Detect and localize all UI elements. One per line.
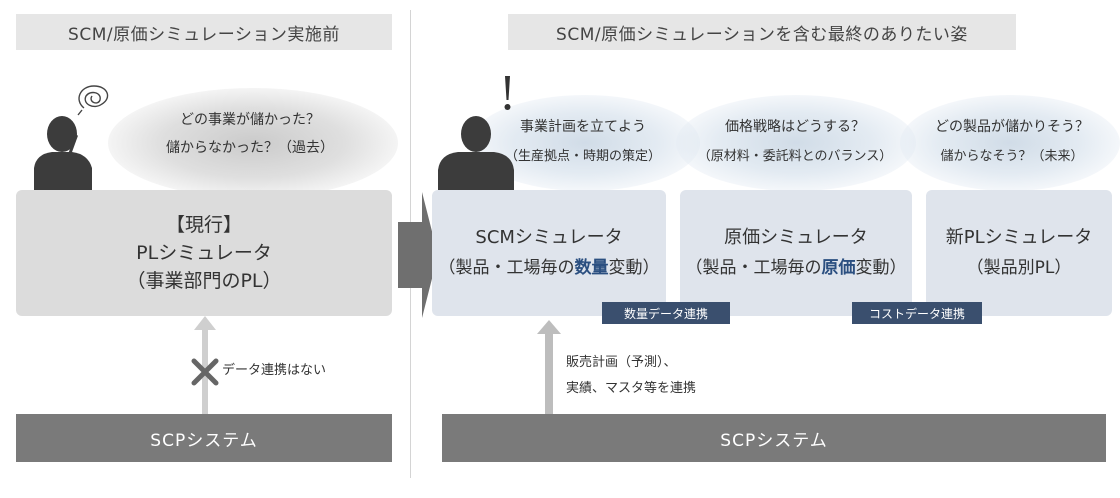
thought-plan-line2: （生産拠点・時期の策定） — [504, 149, 661, 164]
left-thought-text: どの事業が儲かった？ 儲からなかった？（過去） — [120, 106, 380, 162]
left-thought-cloud — [108, 88, 398, 198]
cost-simulator-box: 原価シミュレータ （製品・工場毎の原価変動） — [680, 190, 912, 316]
thought-product-line2: 儲からなそう？（未来） — [940, 149, 1084, 164]
thought-cloud-price — [676, 95, 916, 191]
person-silhouette-icon — [438, 116, 514, 192]
cost-box-title: 原価シミュレータ — [724, 227, 868, 248]
cost-sub-highlight: 原価 — [821, 258, 856, 278]
new-pl-simulator-box: 新PLシミュレータ （製品別PL） — [926, 190, 1112, 316]
right-scp-text: SCPシステム — [720, 430, 828, 451]
thought-plan-line1: 事業計画を立てよう — [520, 119, 646, 135]
pl-box-line2: PLシミュレータ — [136, 242, 272, 264]
link-note: 販売計画（予測）、 実績、マスタ等を連携 — [566, 350, 696, 402]
left-thought-line1: どの事業が儲かった？ — [180, 112, 320, 128]
up-arrow-icon — [537, 320, 561, 414]
pl-box-line3: （事業部門のPL） — [126, 270, 282, 292]
link-note-line2: 実績、マスタ等を連携 — [566, 381, 697, 396]
scm-sub-pre: （製品・工場毎の — [438, 258, 575, 278]
exclamation-icon — [504, 76, 511, 110]
pl-box-line1: 【現行】 — [165, 214, 242, 236]
left-header: SCM/原価シミュレーション実施前 — [16, 14, 392, 50]
cost-sub-post: 変動） — [855, 258, 907, 278]
right-scp-system-bar: SCPシステム — [442, 414, 1106, 462]
left-thought-line2: 儲からなかった？（過去） — [166, 140, 334, 156]
scm-simulator-box: SCMシミュレータ （製品・工場毎の数量変動） — [432, 190, 666, 316]
person-silhouette-icon — [34, 116, 92, 192]
thought-text-plan: 事業計画を立てよう （生産拠点・時期の策定） — [488, 112, 678, 172]
scm-box-sub: （製品・工場毎の数量変動） — [439, 253, 660, 283]
cross-icon — [191, 358, 219, 386]
right-header: SCM/原価シミュレーションを含む最終のありたい姿 — [508, 14, 1016, 50]
pl-simulator-current-box: 【現行】 PLシミュレータ （事業部門のPL） — [16, 190, 392, 316]
thought-text-product: どの製品が儲かりそう？ 儲からなそう？（未来） — [914, 112, 1110, 172]
right-arrow-icon — [398, 192, 438, 318]
cost-tag-text: コストデータ連携 — [868, 306, 965, 321]
cost-data-link-tag: コストデータ連携 — [852, 302, 982, 324]
thought-cloud-product — [900, 95, 1120, 191]
cost-sub-pre: （製品・工場毎の — [685, 258, 822, 278]
scm-sub-post: 変動） — [608, 258, 660, 278]
link-note-line1: 販売計画（予測）、 — [566, 355, 677, 370]
confused-scribble-icon — [77, 85, 109, 116]
qty-data-link-tag: 数量データ連携 — [602, 302, 730, 324]
scm-sub-highlight: 数量 — [574, 258, 609, 278]
pl-new-box-title: 新PLシミュレータ — [945, 227, 1093, 248]
thought-price-line1: 価格戦略はどうする？ — [725, 119, 865, 135]
pl-new-box-sub: （製品別PL） — [966, 258, 1072, 278]
thought-price-line2: （原材料・委託料とのバランス） — [697, 149, 893, 164]
right-header-text: SCM/原価シミュレーションを含む最終のありたい姿 — [556, 24, 968, 45]
thought-product-line1: どの製品が儲かりそう？ — [935, 119, 1089, 135]
qty-tag-text: 数量データ連携 — [623, 306, 708, 321]
left-scp-text: SCPシステム — [150, 430, 258, 451]
thought-text-price: 価格戦略はどうする？ （原材料・委託料とのバランス） — [682, 112, 908, 172]
no-link-label: データ連携はない — [222, 363, 327, 378]
cost-box-sub: （製品・工場毎の原価変動） — [686, 253, 907, 283]
up-arrow-icon — [194, 316, 216, 414]
left-scp-system-bar: SCPシステム — [16, 414, 392, 462]
scm-box-title: SCMシミュレータ — [475, 227, 623, 248]
left-header-text: SCM/原価シミュレーション実施前 — [68, 24, 340, 45]
